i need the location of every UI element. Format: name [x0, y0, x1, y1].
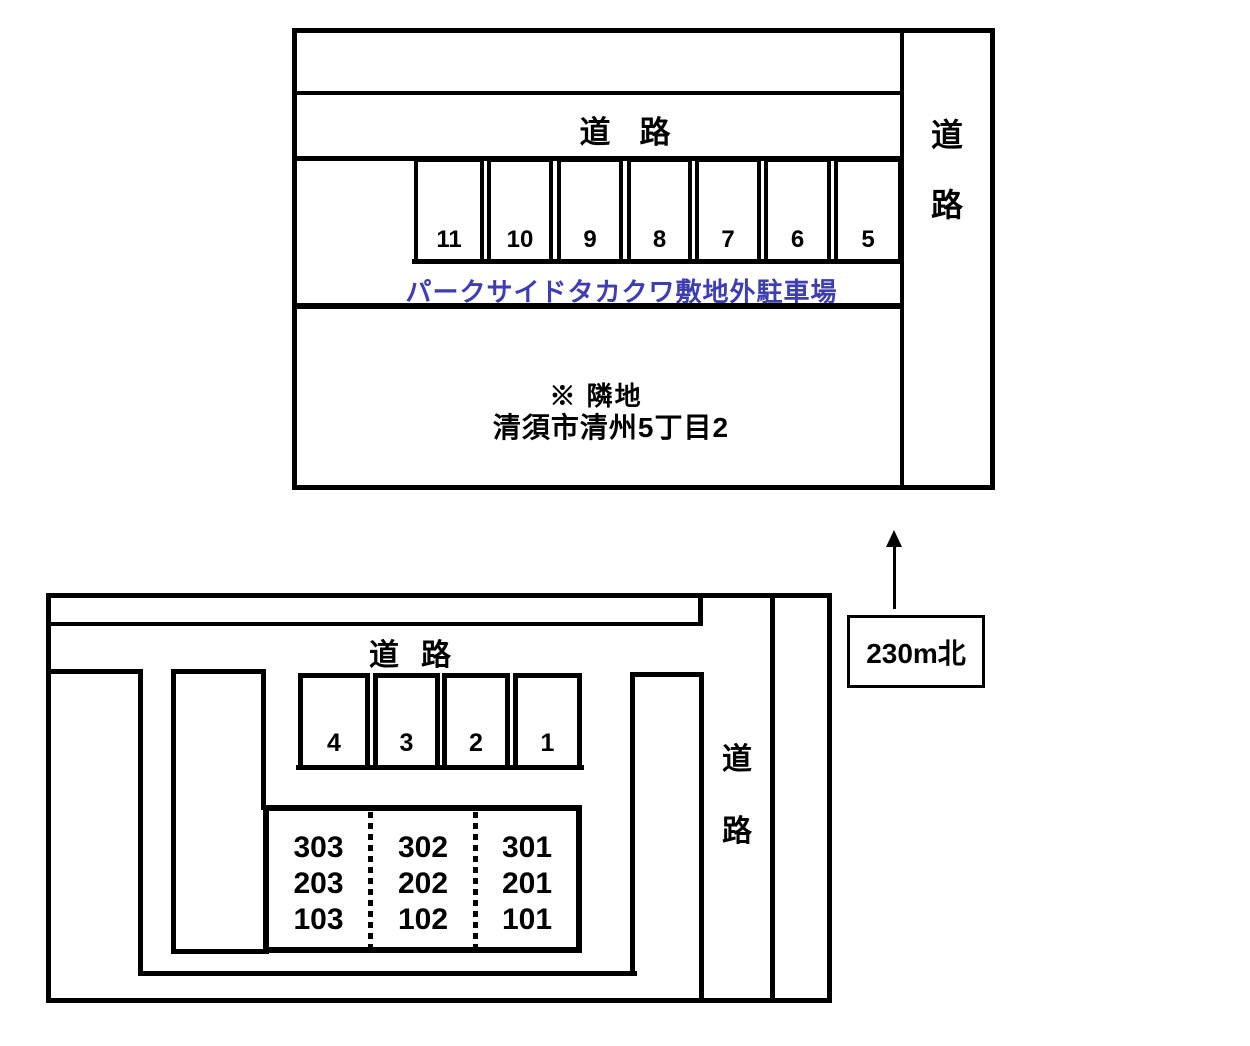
stall-number: 8: [652, 226, 667, 253]
building-room-column: 303 203 103: [269, 830, 368, 938]
site-name-label: パークサイドタカクワ敷地外駐車場: [405, 277, 838, 307]
stall-number: 10: [506, 226, 534, 253]
north-distance-label: 230m北: [866, 637, 966, 669]
road-label-char: 路: [639, 114, 671, 150]
parking-stall: 4: [298, 673, 370, 770]
stall-number: 4: [327, 729, 341, 757]
outer-u-left-line: [138, 669, 143, 976]
bottom-map-right-road-label: 道 路: [722, 745, 752, 847]
left-pillar-right-line: [261, 669, 266, 810]
stall-number: 7: [721, 226, 735, 253]
north-arrow-icon: [886, 530, 902, 547]
top-map-road-label: 道 路: [545, 112, 705, 150]
stall-number: 6: [790, 226, 805, 253]
building-divider-dotted-line: [368, 812, 373, 948]
bottom-map-road-thin-line: [51, 622, 702, 626]
parking-stall: 3: [373, 673, 440, 770]
right-pillar-right-line: [699, 672, 704, 1003]
road-label-char: 道: [722, 743, 752, 776]
bottom-map-outer-boundary: [46, 593, 832, 1003]
stall-number: 3: [399, 729, 414, 757]
bottom-map-road-label: 道 路: [330, 637, 490, 672]
stall-number: 9: [583, 226, 597, 253]
parking-stall: 1: [513, 673, 582, 770]
parking-stall: 10: [487, 158, 553, 263]
parking-stall: 11: [414, 158, 484, 263]
left-pillar-left-line: [171, 669, 176, 954]
bottom-map-road-corner-line: [698, 593, 703, 626]
top-map-lower-block-line: [292, 303, 904, 309]
top-map-outer-boundary: [292, 28, 995, 490]
road-label-char: 路: [421, 639, 451, 672]
room-number: 103: [293, 903, 344, 936]
top-map-right-road-label: 道 路: [931, 119, 963, 221]
stall-number: 11: [436, 226, 462, 253]
parking-stall: 7: [695, 158, 761, 263]
room-number: 102: [397, 903, 449, 936]
outer-u-bottom-line: [138, 971, 637, 976]
road-label-char: 道: [579, 114, 611, 150]
room-number: 101: [501, 903, 553, 936]
left-pillar-top-line: [171, 669, 266, 674]
room-number: 202: [397, 867, 449, 900]
parking-stall: 2: [442, 673, 510, 770]
parking-stall: 8: [627, 158, 692, 263]
parking-stall: 6: [764, 158, 831, 263]
building-room-column: 301 201 101: [478, 830, 576, 938]
inner-u-bottom-line: [171, 949, 269, 954]
room-number: 303: [293, 831, 344, 864]
north-arrow-line: [893, 546, 896, 609]
bottom-map-right-road-line: [770, 593, 775, 1003]
room-number: 201: [501, 867, 553, 900]
stall-number: 1: [540, 729, 555, 757]
parking-stall: 9: [557, 158, 623, 263]
building-divider-dotted-line: [473, 812, 478, 948]
parking-stall: 5: [834, 158, 902, 263]
road-label-char: 路: [931, 187, 964, 223]
stall-number: 5: [861, 226, 875, 253]
road-label-char: 道: [369, 639, 399, 672]
adjacent-land-note: ※ 隣地: [549, 381, 643, 411]
address-note: 清須市清州5丁目2: [492, 412, 730, 443]
road-label-char: 路: [722, 815, 752, 848]
top-map-road-upper-line: [292, 91, 904, 95]
bottom-map-stall-bottom-line: [296, 765, 584, 770]
room-number: 203: [293, 867, 344, 900]
building-outline: [263, 805, 582, 953]
building-room-column: 302 202 102: [373, 830, 473, 938]
road-label-char: 道: [931, 117, 964, 153]
room-number: 301: [501, 831, 553, 864]
left-strip-top-line: [51, 669, 143, 674]
right-pillar-left-line: [630, 672, 635, 976]
room-number: 302: [397, 831, 449, 864]
stall-number: 2: [469, 729, 483, 757]
north-distance-box: 230m北: [847, 615, 985, 688]
right-pillar-top-line: [630, 672, 704, 677]
